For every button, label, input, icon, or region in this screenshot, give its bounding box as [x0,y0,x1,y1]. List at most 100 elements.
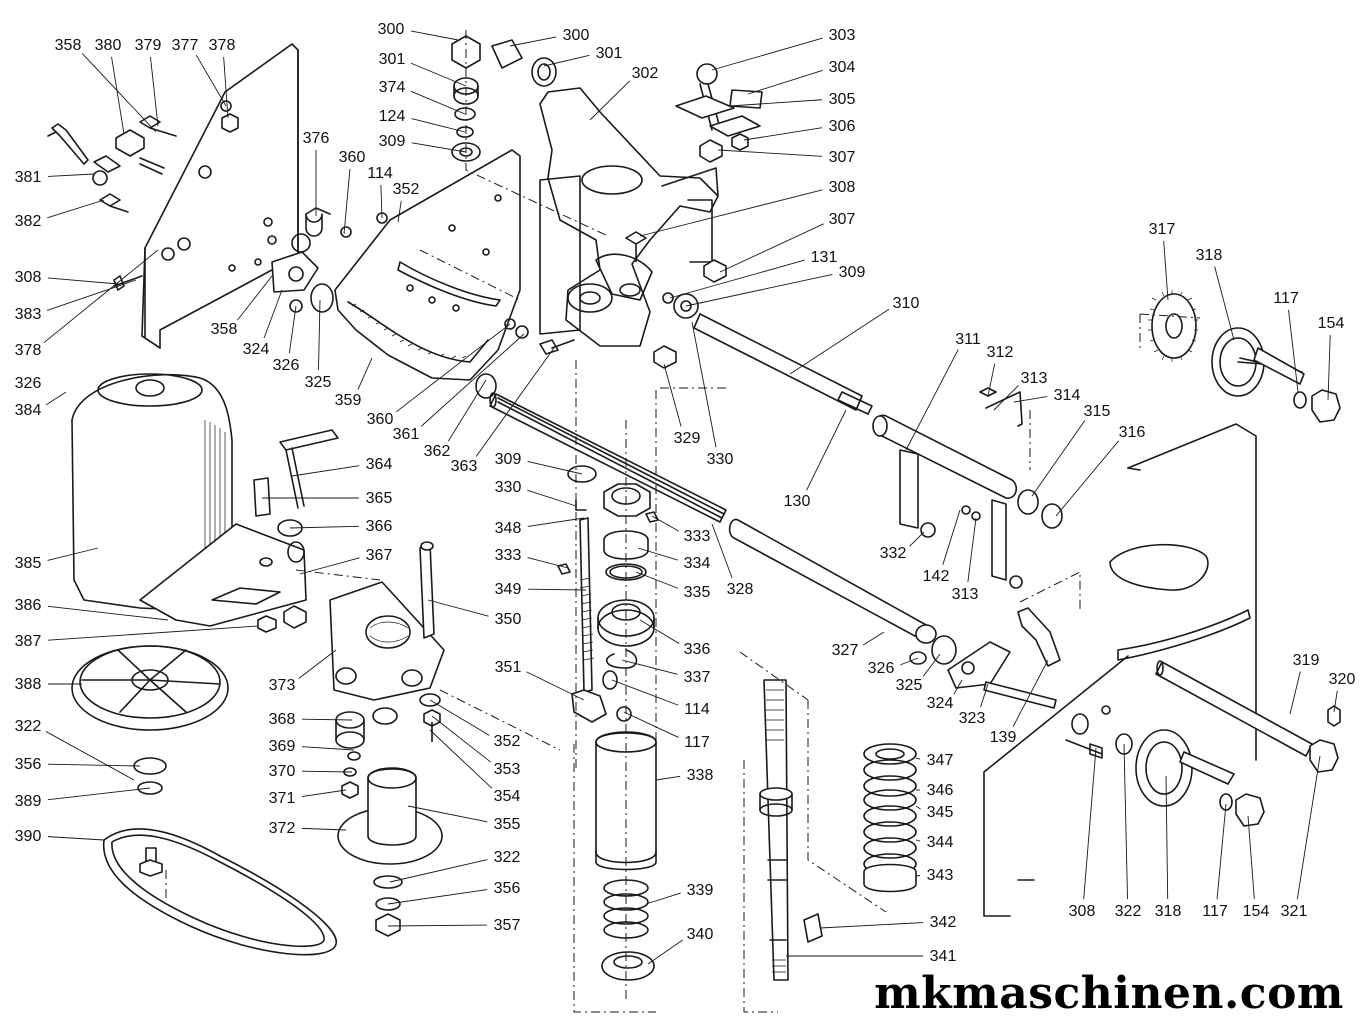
callout-312: 312 [987,344,1014,361]
leader-line-374 [410,90,466,115]
leader-lines [43,30,1338,965]
leader-line-311 [905,349,959,451]
leader-line-332 [909,531,925,547]
leader-line-344 [915,839,921,842]
leader-line-325 [318,299,321,371]
callout-117: 117 [1273,290,1299,307]
callout-309: 309 [495,451,522,468]
callout-154: 154 [1318,315,1345,332]
callout-371: 371 [269,790,296,807]
leader-line-124 [411,118,466,133]
leader-line-301 [410,62,467,87]
callout-377: 377 [172,37,199,54]
watermark-text: mkmaschinen.com [874,968,1344,1019]
leader-line-322 [1123,743,1128,900]
callout-363: 363 [451,458,478,475]
callout-380: 380 [95,37,122,54]
leader-line-317 [1163,240,1169,301]
leader-line-326 [288,305,297,354]
callout-338: 338 [687,767,714,784]
callout-360: 360 [339,149,366,166]
callout-307: 307 [829,149,856,166]
bracket-drawing [329,541,445,937]
callout-351: 351 [495,659,522,676]
callout-315: 315 [1084,403,1111,420]
leader-line-308 [639,189,823,237]
callout-381: 381 [15,169,42,186]
callout-308: 308 [829,179,856,196]
callout-333: 333 [495,547,522,564]
leader-line-117 [1216,803,1227,900]
callout-332: 332 [880,545,907,562]
callout-348: 348 [495,520,522,537]
callout-340: 340 [687,926,714,943]
leader-line-337 [621,659,678,675]
clamp-lever-drawing [675,63,763,283]
leader-line-371 [301,789,347,797]
leader-line-307 [719,223,824,273]
leader-line-320 [1333,690,1338,713]
callout-139: 139 [990,729,1017,746]
spindle-drawing [759,679,823,981]
centerlines [165,30,1201,1013]
leader-line-313 [993,385,1019,411]
leader-line-347 [915,757,921,760]
leader-line-329 [663,363,682,427]
leader-line-379 [150,56,159,127]
leader-line-306 [743,127,823,141]
leader-line-154 [1247,815,1255,900]
callout-309: 309 [379,133,406,150]
leader-line-384 [45,391,67,406]
leader-line-383 [46,279,137,311]
callout-323: 323 [959,710,986,727]
left-fasteners-drawing [47,100,404,313]
leader-line-327 [862,631,885,646]
callout-356: 356 [494,880,521,897]
leader-line-307 [717,149,823,157]
leader-line-360 [395,323,511,413]
callout-357: 357 [494,917,521,934]
leader-line-308 [47,277,119,285]
spindle-stack-drawing [557,465,659,981]
leader-line-305 [729,99,823,107]
callout-117: 117 [684,734,710,751]
callout-344: 344 [927,834,954,851]
callout-117: 117 [1202,903,1228,920]
motor-drawing [71,373,307,627]
mounting-plate-drawing [141,43,331,349]
callout-305: 305 [829,91,856,108]
leader-line-316 [1055,440,1119,517]
leader-line-142 [942,509,961,565]
leader-line-356 [387,889,488,905]
callout-303: 303 [829,27,856,44]
leader-line-349 [527,588,587,591]
callout-352: 352 [494,733,521,750]
leader-line-351 [526,671,585,701]
callout-367: 367 [366,547,393,564]
leader-line-324 [263,289,283,339]
callout-308: 308 [15,269,42,286]
callout-370: 370 [269,763,296,780]
callout-373: 373 [269,677,296,694]
callout-326: 326 [15,375,42,392]
callout-313: 313 [952,586,979,603]
leader-line-352 [397,200,402,223]
leader-line-355 [407,805,488,823]
leader-line-364 [291,465,360,477]
callout-329: 329 [674,430,701,447]
callout-369: 369 [269,738,296,755]
callout-387: 387 [15,633,42,650]
callout-378: 378 [15,342,42,359]
callout-362: 362 [424,443,451,460]
leader-line-342 [819,922,924,929]
callout-318: 318 [1155,903,1182,920]
callout-356: 356 [15,756,42,773]
leader-line-334 [637,547,678,561]
head-casting-drawing [539,87,719,369]
leader-line-114 [611,679,679,706]
leader-line-300 [410,30,459,41]
callout-372: 372 [269,820,296,837]
callout-319: 319 [1293,652,1320,669]
callout-349: 349 [495,581,522,598]
callout-333: 333 [684,528,711,545]
